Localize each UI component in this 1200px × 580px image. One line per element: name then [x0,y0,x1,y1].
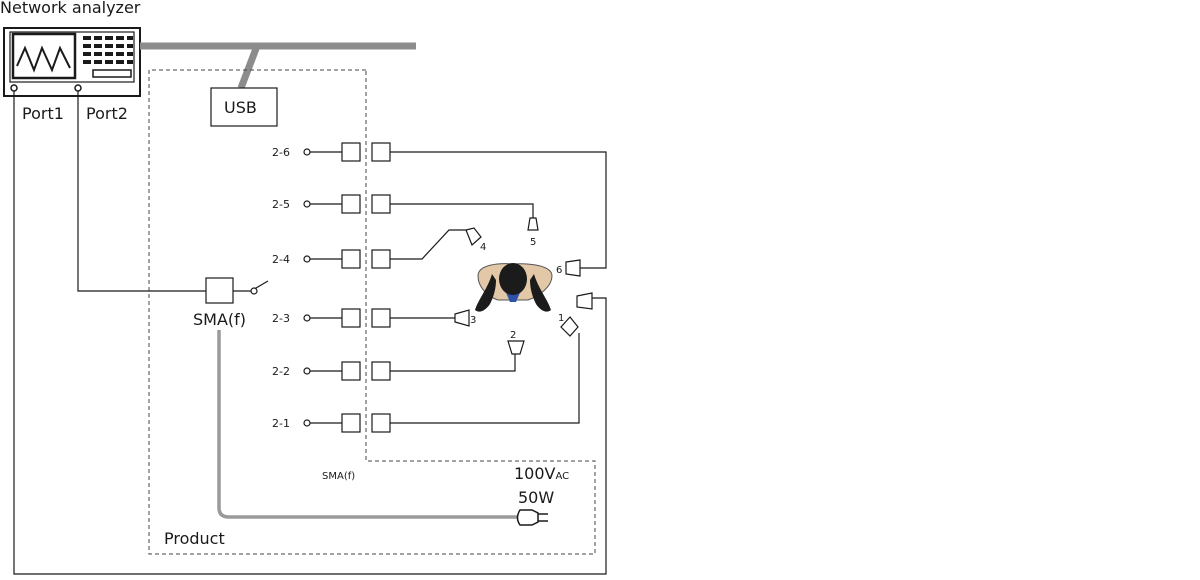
sma-input-connector [205,277,234,304]
switch-pivot-icon [250,287,258,295]
antenna-1-icon [560,316,579,337]
usb-box [210,87,278,127]
power-wattage: 50W [518,488,554,507]
port-row-2-2: 2-2 [272,361,391,381]
product-label: Product [164,529,225,548]
antenna-1-label: 1 [558,313,564,324]
antenna-5-icon [527,217,539,231]
network-analyzer-title: Network analyzer [0,0,141,17]
port2-cable [77,91,206,292]
switch-connector-label: SMA(f) [193,310,246,329]
power-spec: 100VAC 50W [514,464,569,507]
antenna-cables [390,151,607,424]
product-enclosure [148,69,596,555]
reference-antenna-icon [576,292,593,310]
rf-switch: SMA(f) [193,277,269,329]
antenna-4-label: 4 [480,242,486,253]
waveform-icon [16,45,71,73]
power-cable [217,330,520,519]
port2-label: Port2 [86,104,128,123]
antenna-6-label: 6 [556,265,562,276]
port-label: 2-6 [272,146,290,159]
antenna-labels: 6 5 4 3 2 1 [470,237,564,341]
antennas [454,217,593,355]
antenna-6-icon [565,259,581,277]
power-plug-icon [516,509,548,526]
usb-label: USB [224,98,257,117]
antenna-5-label: 5 [530,237,536,248]
port-row-2-5: 2-5 [272,194,391,214]
switch-ports: 2-6 2-5 2-4 2-3 [272,142,391,433]
port-label: 2-2 [272,365,290,378]
port2-connector-icon [74,84,82,92]
port-row-2-6: 2-6 [272,142,391,162]
antenna-4-icon [465,227,482,247]
antenna-3-icon [454,309,470,327]
product-connector-label: SMA(f) [322,471,355,482]
usb-cable [140,42,416,90]
port-label: 2-3 [272,312,290,325]
port-label: 2-4 [272,253,290,266]
antenna-3-label: 3 [470,315,476,326]
port-row-2-3: 2-3 [272,308,391,328]
port1-label: Port1 [22,104,64,123]
person-top-view-icon [475,263,553,312]
antenna-2-label: 2 [510,330,516,341]
port-row-2-4: 2-4 [272,249,391,269]
analyzer-keypad [83,36,133,64]
analyzer-slot [92,69,132,78]
port-label: 2-5 [272,198,290,211]
antenna-2-icon [507,340,525,355]
network-analyzer: Network analyzer Port1 Port2 [0,0,141,123]
port1-connector-icon [10,84,18,92]
power-voltage: 100VAC [514,464,569,483]
power-voltage-subscript: AC [555,471,569,482]
analyzer-front-panel [9,31,135,83]
port1-cable [13,91,607,575]
power-voltage-value: 100V [514,464,556,483]
port-row-2-1: 2-1 [272,413,391,433]
port-label: 2-1 [272,417,290,430]
